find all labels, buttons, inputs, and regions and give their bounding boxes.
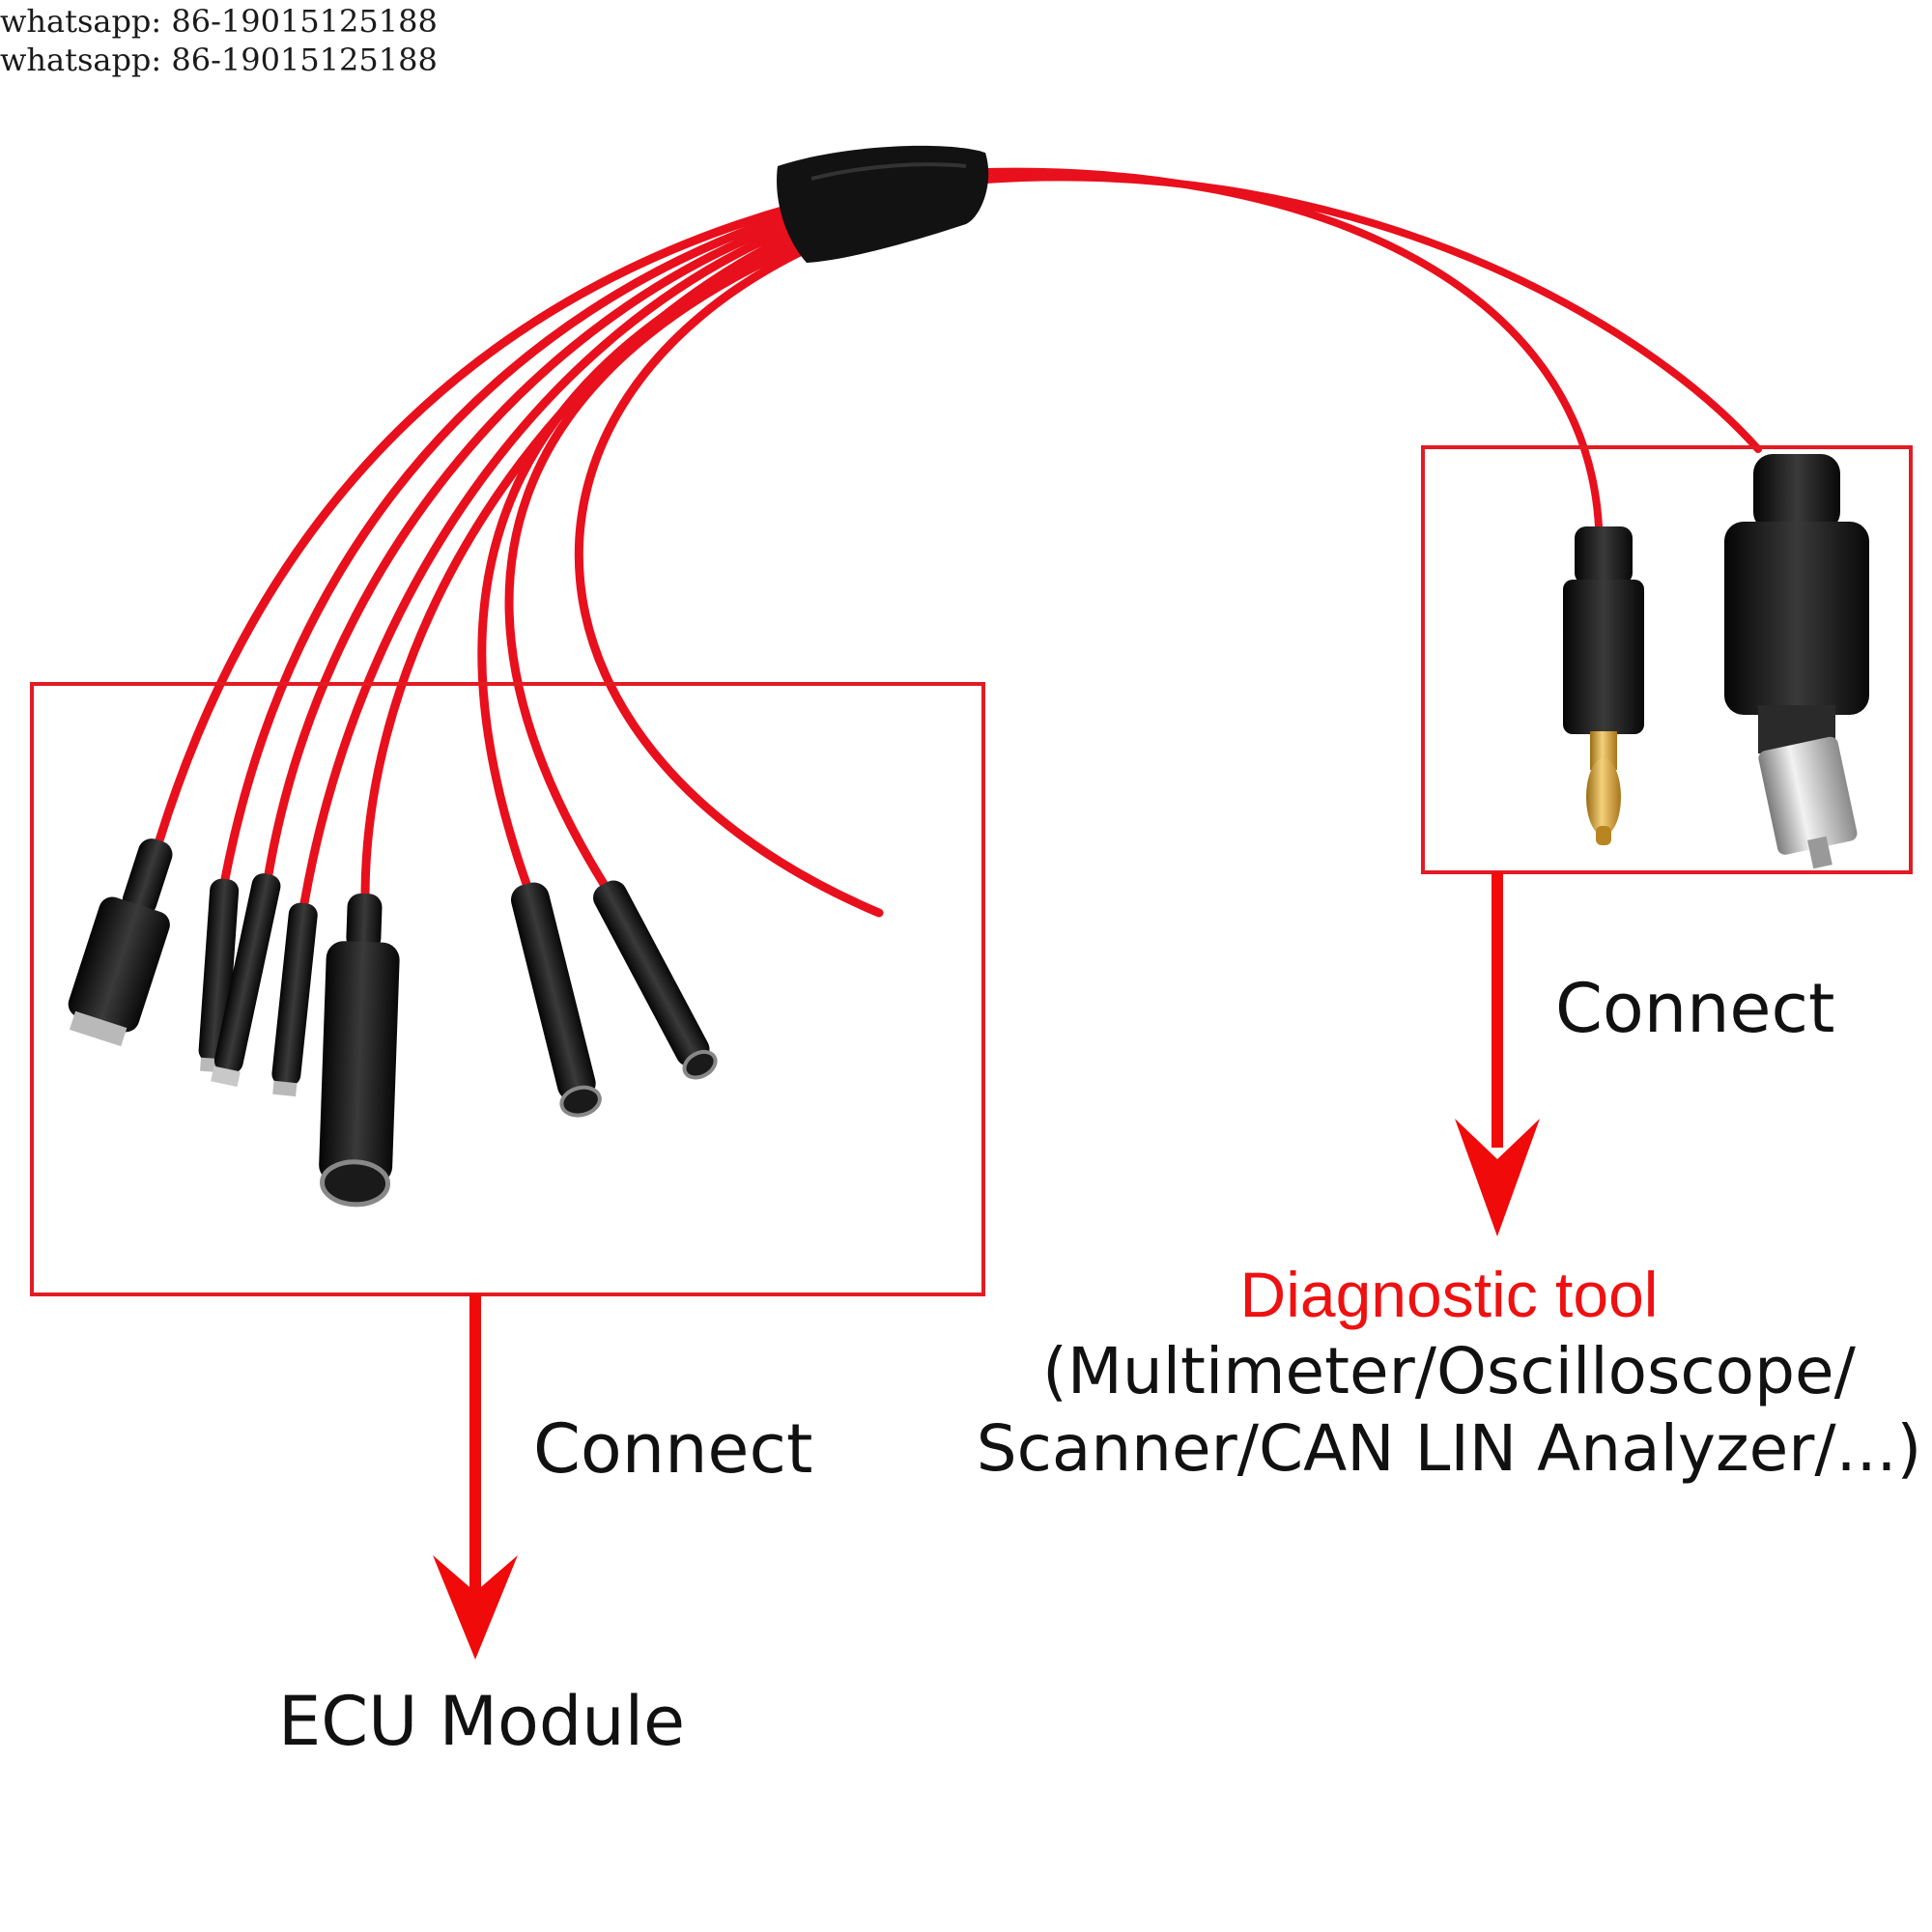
wire-3 <box>264 215 799 879</box>
wire-4 <box>299 221 802 908</box>
diagnostic-tool-line-3: Scanner/CAN LIN Analyzer/...) <box>976 1411 1922 1486</box>
wire-bundle-left <box>155 203 884 918</box>
diagnostic-tool-line-2: (Multimeter/Oscilloscope/ <box>1042 1334 1856 1408</box>
ecu-connectors-frame <box>30 682 985 1296</box>
left-down-arrow <box>433 1294 518 1660</box>
diagnostic-tool-title: Diagnostic tool <box>1239 1259 1659 1330</box>
diagnostic-tool-caption: Diagnostic tool (Multimeter/Oscilloscope… <box>966 1256 1932 1488</box>
connect-label-right: Connect <box>1555 969 1835 1048</box>
wire-2 <box>220 210 797 884</box>
connect-label-left: Connect <box>533 1409 813 1489</box>
wire-right-1 <box>981 167 1603 530</box>
right-down-arrow <box>1455 872 1540 1236</box>
watermark-line-1: whatsapp: 86-19015125188 <box>0 3 438 40</box>
wire-splitter-icon <box>777 145 989 263</box>
wire-7 <box>504 239 809 889</box>
diagnostic-plugs-frame <box>1421 445 1913 874</box>
wire-bundle-right <box>981 167 1762 530</box>
wire-1 <box>155 203 797 845</box>
banana-plug-icon <box>1563 526 1644 845</box>
ecu-module-label: ECU Module <box>278 1682 686 1761</box>
bnc-plug-icon <box>1724 454 1869 869</box>
wire-8 <box>574 244 884 918</box>
female-terminal-icon <box>68 838 718 1208</box>
watermark-line-2: whatsapp: 86-19015125188 <box>0 42 438 78</box>
wire-6 <box>477 233 807 889</box>
wire-right-2 <box>981 173 1762 453</box>
